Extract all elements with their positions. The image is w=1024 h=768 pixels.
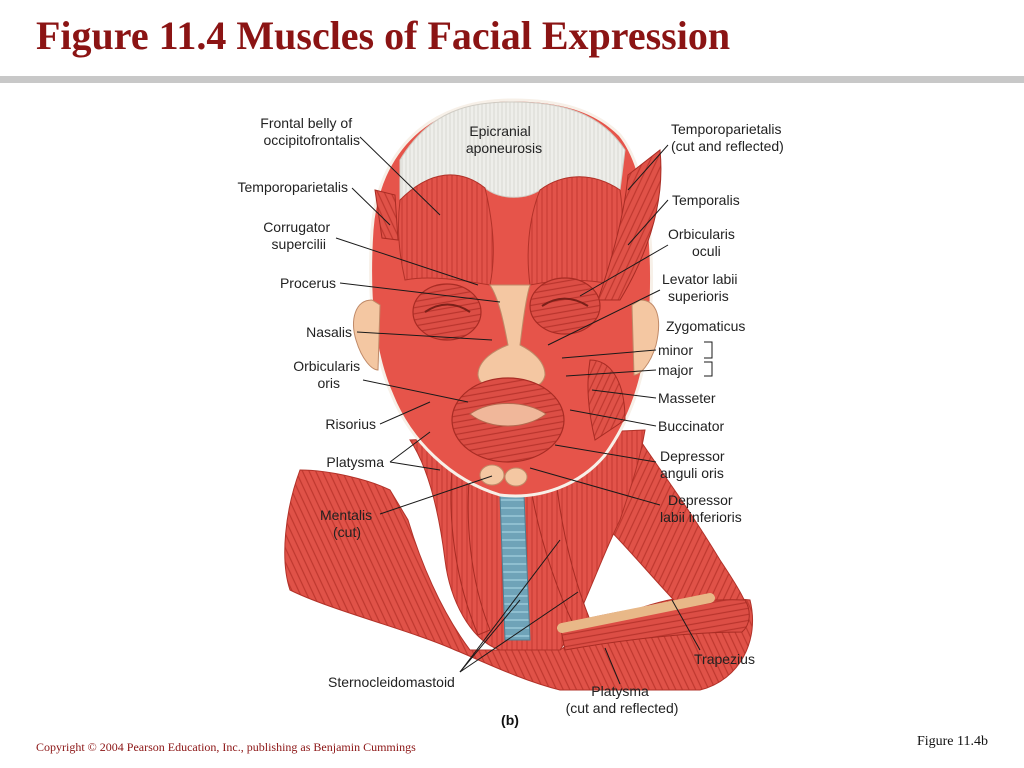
title-divider [0,76,1024,83]
copyright-notice: Copyright © 2004 Pearson Education, Inc.… [36,740,416,754]
label-orbicularis-oris: Orbicularis oris [293,358,364,391]
label-risorius: Risorius [325,416,376,432]
label-depressor-anguli: Depressor anguli oris [660,448,728,481]
leader-corrugator [335,237,479,286]
leader-temporoparietalis [351,187,391,226]
label-temporoparietalis-cut: Temporoparietalis (cut and reflected) [671,121,785,154]
labels-right: Temporoparietalis (cut and reflected) Te… [658,121,785,667]
leader-platysma-cut [604,647,621,685]
label-nasalis: Nasalis [306,324,352,340]
leader-buccinator [569,409,657,427]
label-masseter: Masseter [658,390,716,406]
leader-nasalis [356,331,493,341]
leader-mentalis [379,475,493,515]
leader-depressor-anguli [554,444,657,463]
leader-zyg-major [565,369,657,377]
label-levator-labii: Levator labii superioris [662,271,741,304]
leader-orbicularis-oris [362,379,469,403]
label-trapezius: Trapezius [694,651,755,667]
leader-risorius [379,401,431,425]
leader-temporalis [627,199,669,246]
leader-trapezius [671,599,701,651]
label-procerus: Procerus [280,275,336,291]
label-platysma-cut: Platysma (cut and reflected) [566,683,679,716]
label-temporoparietalis: Temporoparietalis [238,179,349,195]
leader-masseter [591,389,657,399]
leader-procerus [339,282,501,303]
leader-depressor-labii [529,467,661,506]
label-zyg-minor: minor [658,342,693,358]
panel-letter: (b) [501,712,519,728]
label-zygomaticus: Zygomaticus [666,318,745,334]
label-platysma: Platysma [326,454,384,470]
label-zyg-major: major [658,362,693,378]
anatomy-illustration [284,98,754,691]
leader-platysma-2 [389,461,441,471]
bracket-major [704,361,713,377]
leader-temporoparietalis-cut [627,144,669,191]
leader-scm-3 [459,591,579,673]
label-temporalis: Temporalis [672,192,740,208]
label-buccinator: Buccinator [658,418,724,434]
figure-reference: Figure 11.4b [916,734,988,749]
label-sternocleidomastoid: Sternocleidomastoid [328,674,455,690]
label-corrugator: Corrugator supercilii [263,219,334,252]
slide-title: Figure 11.4 Muscles of Facial Expression [36,13,731,58]
labels-left: Frontal belly of occipitofrontalis Tempo… [238,115,385,540]
leader-lines [335,136,713,685]
bracket-minor [704,341,713,359]
label-frontal-belly: Frontal belly of occipitofrontalis [260,115,360,148]
label-mentalis: Mentalis (cut) [320,507,376,540]
leader-scm-1 [459,539,561,673]
label-orbicularis-oculi: Orbicularis oculi [668,226,739,259]
leader-levator-labii [547,289,661,346]
label-depressor-labii: Depressor labii inferioris [660,492,742,525]
leader-orbicularis-oculi [579,244,669,297]
leader-platysma-1 [389,431,431,463]
leader-zyg-minor [561,349,657,359]
leader-scm-2 [459,599,521,673]
leader-frontal-belly [359,136,441,216]
label-epicranial: Epicranial aponeurosis [466,123,542,156]
